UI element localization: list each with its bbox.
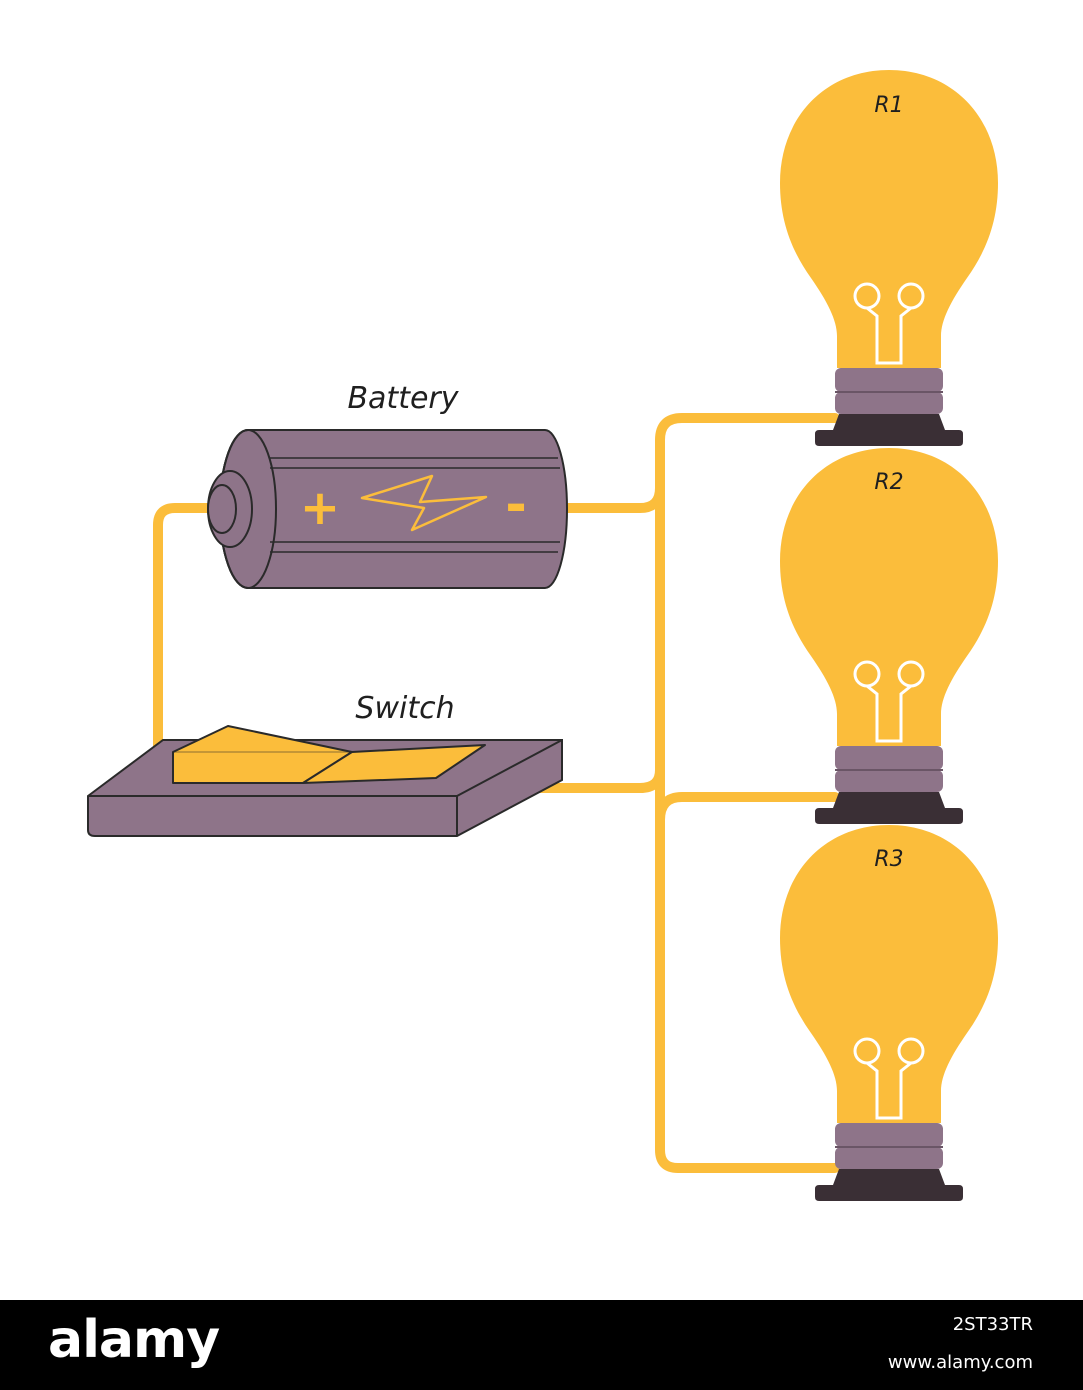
wire-battery-left-to-switch	[153, 503, 221, 775]
battery-label: Battery	[347, 381, 459, 416]
bulb-r3	[778, 823, 1000, 1203]
light-bulb-icon	[778, 68, 1000, 448]
bulb-r2	[778, 446, 1000, 826]
wire-switch-to-bus	[515, 765, 665, 793]
r1-label: R1	[874, 93, 903, 118]
battery-plus-symbol: +	[300, 480, 340, 536]
switch-icon	[87, 725, 563, 837]
battery-minus-symbol: -	[505, 475, 527, 535]
r2-label: R2	[874, 470, 903, 495]
brand-logo: alamy	[48, 1310, 220, 1370]
r3-label: R3	[874, 847, 903, 872]
wire-bus-vertical	[655, 435, 840, 1173]
battery-icon: + -	[207, 429, 568, 589]
switch-label: Switch	[355, 691, 454, 726]
watermark-footer: alamy 2ST33TR www.alamy.com	[0, 1300, 1083, 1390]
wire-bus-to-r2	[655, 792, 840, 825]
wire-bus-to-r1	[655, 413, 840, 445]
site-url: www.alamy.com	[887, 1352, 1033, 1373]
circuit-diagram: + - Battery Switch R	[87, 68, 1000, 1203]
bulb-r1	[778, 68, 1000, 448]
circuit-svg: + - Battery Switch R	[87, 68, 1000, 1203]
wires	[153, 413, 840, 1173]
lightning-icon	[360, 474, 488, 532]
light-bulb-icon	[778, 446, 1000, 826]
light-bulb-icon	[778, 823, 1000, 1203]
image-id: 2ST33TR	[952, 1314, 1033, 1335]
wire-battery-right-to-bus	[560, 483, 665, 513]
